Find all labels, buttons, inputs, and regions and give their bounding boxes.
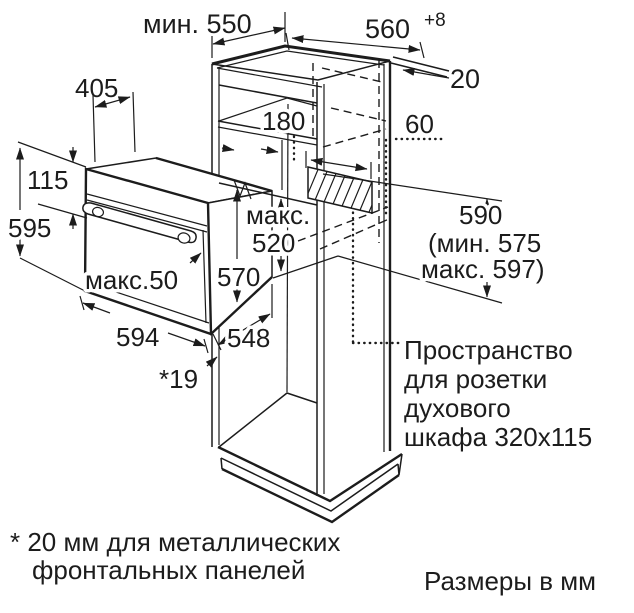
label-590: 590	[459, 200, 502, 230]
label-405: 405	[75, 73, 118, 103]
label-570: 570	[217, 262, 260, 292]
footnote: * 20 мм для металлических фронтальных па…	[10, 527, 340, 585]
wall-edge-lines	[390, 56, 450, 78]
footnote-line2: фронтальных панелей	[32, 555, 305, 585]
oven-door-lines	[85, 229, 210, 324]
label-560: 560	[365, 14, 410, 44]
niche-top-rail	[218, 182, 318, 206]
oven-handle	[82, 202, 197, 244]
label-maks-word: макс.	[246, 200, 310, 230]
label-520: 520	[252, 228, 295, 258]
label-115: 115	[27, 165, 68, 195]
socket-note-line1: Пространство	[404, 335, 573, 365]
socket-note-line4: шкафа 320x115	[404, 422, 592, 452]
units-note: Размеры в мм	[424, 566, 596, 596]
label-548: 548	[227, 323, 270, 353]
footnote-line1: * 20 мм для металлических	[10, 527, 340, 557]
dimension-labels: мин. 550 560 +8 20 405 180 60 115 595 ма…	[5, 9, 549, 398]
label-180: 180	[262, 106, 305, 136]
label-60: 60	[405, 109, 434, 139]
socket-note: Пространство для розетки духового шкафа …	[404, 335, 592, 452]
dimension-lines	[16, 12, 503, 368]
socket-note-line3: духового	[404, 393, 511, 423]
label-560-tolerance: +8	[424, 10, 446, 31]
label-590-min: (мин. 575	[428, 228, 541, 258]
label-star19: *19	[159, 364, 198, 394]
label-maks50: макс.50	[85, 265, 178, 295]
label-595: 595	[8, 213, 51, 243]
label-590-max: макс. 597)	[421, 254, 545, 284]
label-20: 20	[450, 64, 480, 94]
label-594: 594	[116, 322, 159, 352]
break-symbol	[233, 179, 252, 200]
socket-note-line2: для розетки	[404, 364, 547, 394]
oven	[82, 156, 339, 336]
label-min-550: мин. 550	[143, 9, 252, 39]
